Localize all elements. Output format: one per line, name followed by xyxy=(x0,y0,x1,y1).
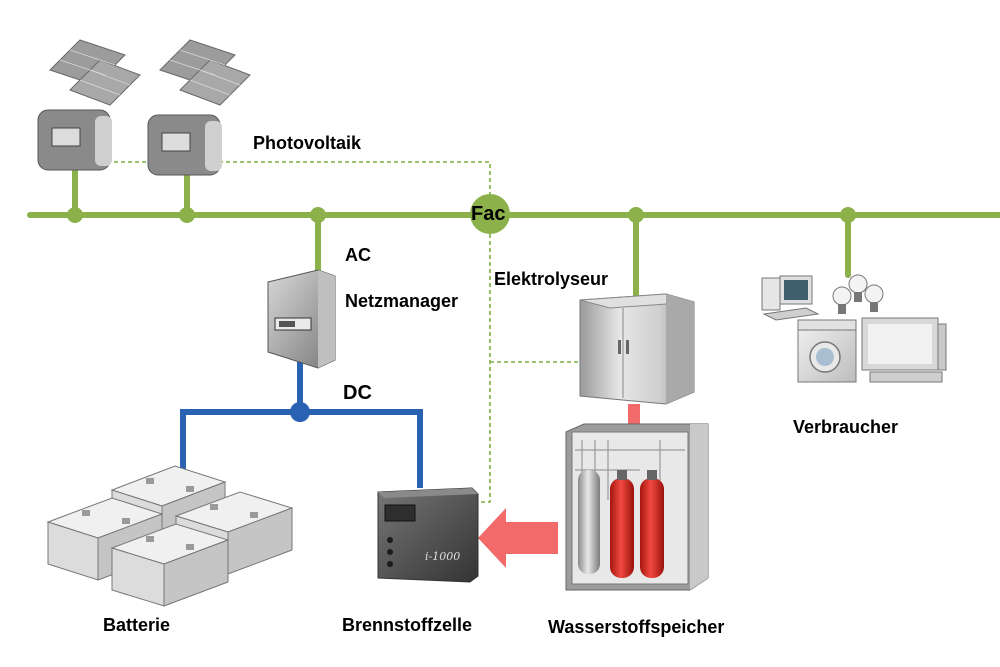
label-netzmanager: Netzmanager xyxy=(345,291,459,311)
elektrolyseur-device xyxy=(579,293,695,405)
hydrogen-cylinder-1 xyxy=(610,470,634,578)
label-verbraucher: Verbraucher xyxy=(793,417,899,437)
h2-arrow-to-fuelcell xyxy=(478,508,558,568)
node-elektrolyseur xyxy=(628,207,644,223)
brennstoffzelle-device: i-1000 xyxy=(377,487,479,583)
netzmanager-device xyxy=(267,269,336,369)
label-brennstoffzelle: Brennstoffzelle xyxy=(342,615,473,635)
label-ac: AC xyxy=(345,245,371,265)
battery-front-right xyxy=(110,523,230,607)
node-pv-1 xyxy=(67,207,83,223)
ac-nodes xyxy=(67,194,856,234)
washing-machine-icon xyxy=(797,319,857,383)
label-dc: DC xyxy=(343,382,372,404)
pv-inverter-2 xyxy=(147,114,222,176)
hydrogen-cylinder-2 xyxy=(640,470,664,578)
solar-panel-1 xyxy=(49,39,141,106)
dc-node xyxy=(290,402,310,422)
monitor-tv-icon xyxy=(861,317,947,383)
label-elektrolyseur: Elektrolyseur xyxy=(494,269,609,289)
node-netzmanager xyxy=(310,207,326,223)
fac-node xyxy=(470,194,510,234)
solar-panel-2 xyxy=(159,39,251,106)
dc-line-main xyxy=(180,409,423,488)
fuelcell-model-label: i-1000 xyxy=(425,550,460,563)
h2-pipe-elektrolyseur xyxy=(628,404,640,426)
pv-inverter-1 xyxy=(37,109,112,171)
node-verbraucher xyxy=(840,207,856,223)
computer-icon xyxy=(761,275,820,321)
label-photovoltaik: Photovoltaik xyxy=(253,133,362,153)
label-batterie: Batterie xyxy=(103,615,171,635)
dc-bus xyxy=(180,362,423,488)
label-wasserstoffspeicher: Wasserstoffspeicher xyxy=(548,617,725,637)
control-lines xyxy=(100,161,580,503)
batterie-pack xyxy=(46,465,294,607)
wasserstoffspeicher-cabinet xyxy=(565,423,709,591)
verbraucher-group xyxy=(761,274,947,383)
control-line-pv xyxy=(100,161,491,503)
label-fac: Fac xyxy=(471,203,506,225)
node-pv-2 xyxy=(179,207,195,223)
light-bulb-icon xyxy=(832,274,884,314)
hydrogen-flow xyxy=(478,404,640,568)
